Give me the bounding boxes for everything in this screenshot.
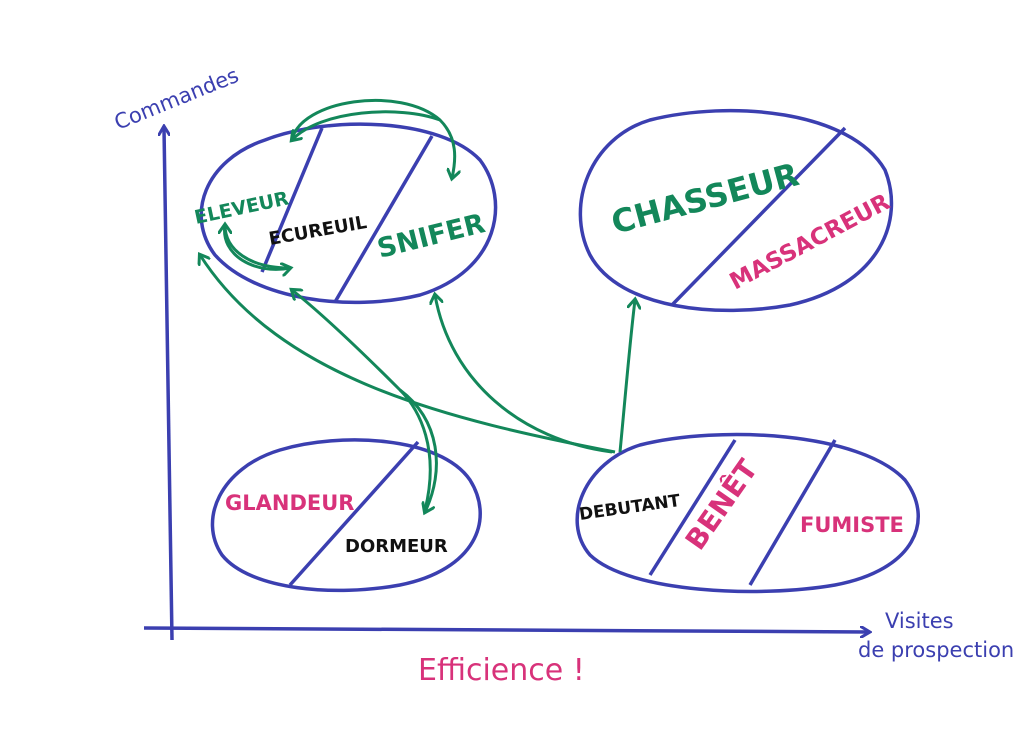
divider-bottom-right-1 (648, 439, 737, 576)
arrow-dormeur-ecureuil (292, 290, 432, 511)
arrow-debutant-chasseur (618, 300, 635, 453)
arrow-snifer-eleveur (292, 110, 441, 140)
x-axis (143, 628, 868, 632)
ellipse-bottom-left (210, 438, 482, 593)
label-benet: BENÊT (678, 453, 764, 556)
group-bottom-left: GLANDEUR DORMEUR (210, 438, 482, 593)
divider-top-left-1 (260, 127, 324, 273)
divider-bottom-left (288, 440, 420, 587)
label-chasseur: CHASSEUR (607, 155, 802, 241)
arrow-ecureuil-eleveur (225, 225, 291, 270)
group-top-left: ELEVEUR ECUREUIL SNIFER (192, 122, 498, 305)
label-dormeur: DORMEUR (345, 536, 448, 557)
ellipse-top-left (199, 122, 498, 305)
label-ecureuil: ECUREUIL (267, 212, 368, 250)
divider-top-left-2 (333, 135, 434, 303)
group-top-right: CHASSEUR MASSACREUR (578, 108, 895, 313)
label-fumiste: FUMISTE (800, 513, 904, 537)
ellipse-top-right (578, 108, 894, 313)
y-axis (164, 128, 174, 641)
label-debutant: DEBUTANT (578, 491, 682, 525)
arrows (200, 98, 635, 512)
x-axis-label-line1: Visites (885, 609, 954, 633)
group-bottom-right: DEBUTANT BENÊT FUMISTE (575, 432, 920, 594)
y-axis-label: Commandes (111, 63, 242, 135)
x-axis-label-line2: de prospection (858, 638, 1014, 662)
arrow-eleveur-snifer (290, 98, 455, 178)
arrow-debutant-snifer (435, 295, 613, 454)
label-eleveur: ELEVEUR (192, 187, 291, 229)
ellipse-bottom-right (575, 432, 920, 594)
label-glandeur: GLANDEUR (225, 491, 354, 515)
caption-efficience: Efficience ! (418, 653, 585, 688)
label-snifer: SNIFER (374, 208, 488, 265)
divider-top-right (670, 126, 847, 307)
arrow-debutant-eleveur (200, 255, 616, 454)
arrow-ecureuil-dormeur (399, 388, 438, 512)
divider-bottom-right-2 (748, 439, 837, 586)
